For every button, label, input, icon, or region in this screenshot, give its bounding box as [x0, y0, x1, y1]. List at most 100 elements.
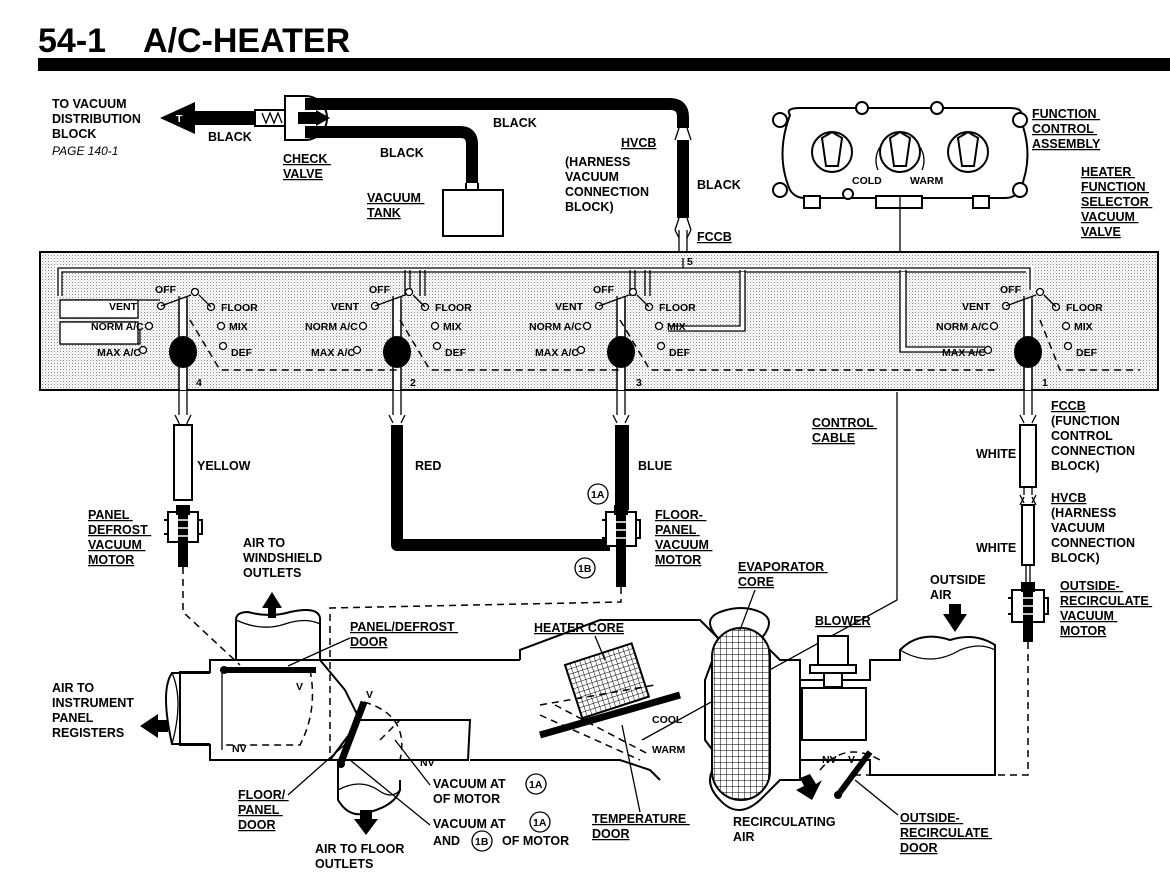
- to-distribution-arrow: [160, 102, 255, 134]
- page-number: 54-1: [38, 22, 106, 60]
- vent-label: VENT: [555, 301, 584, 313]
- max-ac-label: MAX A/C: [942, 347, 986, 359]
- vent-label: VENT: [331, 301, 360, 313]
- svg-text:VACUUM AT OF MOTOR: VACUUM AT OF MOTOR: [433, 777, 509, 806]
- outside-recirculate-door: [834, 750, 873, 799]
- v-label-2: V: [366, 689, 373, 701]
- blue-label: BLUE: [638, 459, 672, 473]
- linkage-floor-panel: [329, 587, 622, 760]
- svg-text:1A: 1A: [591, 489, 605, 501]
- arrow-windshield: [262, 592, 282, 618]
- nv-label-2: NV: [420, 757, 435, 769]
- hvcb-bottom-desc: (HARNESS VACUUM CONNECTION BLOCK): [1051, 506, 1139, 565]
- valve-internal-tubes: [55, 258, 1033, 353]
- fccb-bottom-desc: (FUNCTION CONTROL CONNECTION BLOCK): [1051, 414, 1139, 473]
- fccb-top-label: FCCB: [697, 230, 732, 244]
- black-label-1: BLACK: [208, 130, 252, 144]
- warm-label: WARM: [652, 744, 685, 756]
- warm-dial-label: WARM: [910, 175, 943, 187]
- check-valve-label: CHECK VALVE: [283, 152, 331, 181]
- def-label: DEF: [231, 347, 253, 359]
- vent-label: VENT: [109, 301, 138, 313]
- off-label: OFF: [369, 284, 391, 296]
- black-label-2: BLACK: [493, 116, 537, 130]
- header-rule: [38, 58, 1170, 71]
- vacuum-tank: [442, 189, 504, 237]
- white-label-1: WHITE: [976, 447, 1016, 461]
- valve-switch-cells: OFF VENT NORM A/C MAX A/C FLOOR MIX DEF OFF VENT…: [91, 284, 1103, 390]
- svg-text:T: T: [176, 113, 183, 125]
- function-control-label: FUNCTION CONTROL ASSEMBLY: [1032, 107, 1101, 151]
- fccb-bottom-label: FCCB: [1051, 399, 1086, 413]
- outside-recirculate-vacuum-motor: [1008, 582, 1049, 642]
- hose-black-top: [305, 98, 689, 128]
- outside-recirc-motor-label: OUTSIDE- RECIRCULATE VACUUM MOTOR: [1060, 579, 1152, 638]
- svg-text:1A: 1A: [529, 779, 543, 791]
- hvcb-top-label: HVCB: [621, 136, 656, 150]
- hvcb-top-desc: (HARNESS VACUUM CONNECTION BLOCK): [565, 155, 653, 214]
- mix-label: MIX: [667, 321, 686, 333]
- blower: [801, 635, 867, 741]
- panel-defrost-motor-label: PANEL DEFROST VACUUM MOTOR: [88, 508, 151, 567]
- port-3: 3: [636, 377, 642, 389]
- selector-valve-panel: [39, 251, 1159, 391]
- mix-label: MIX: [443, 321, 462, 333]
- panel-defrost-door: [220, 666, 316, 750]
- recirculating-air-label: RECIRCULATING AIR: [733, 815, 839, 844]
- mix-label: MIX: [1074, 321, 1093, 333]
- temperature-door: [539, 684, 681, 761]
- norm-ac-label: NORM A/C: [936, 321, 989, 333]
- svg-text:1B: 1B: [578, 563, 592, 575]
- left-knob: [811, 130, 853, 173]
- svg-text:1A: 1A: [533, 817, 547, 829]
- def-label: DEF: [445, 347, 467, 359]
- black-label-3: BLACK: [380, 146, 424, 160]
- svg-text:1B: 1B: [475, 836, 489, 848]
- evaporator-core-label: EVAPORATOR CORE: [738, 560, 828, 589]
- max-ac-label: MAX A/C: [311, 347, 355, 359]
- arrow-instrument: [140, 714, 168, 738]
- port-1: 1: [1042, 377, 1048, 389]
- white-label-2: WHITE: [976, 541, 1016, 555]
- arrow-floor: [354, 810, 378, 835]
- floor-panel-door-label: FLOOR/ PANEL DOOR: [238, 788, 289, 832]
- tag-1b: 1B: [574, 557, 596, 579]
- heater-core: [563, 642, 651, 720]
- hose-black-tank: [305, 126, 478, 183]
- panel-defrost-vacuum-motor: [164, 505, 203, 567]
- nv-label-1: NV: [232, 743, 247, 755]
- floor-panel-door: [336, 700, 403, 768]
- off-label: OFF: [1000, 284, 1022, 296]
- max-ac-label: MAX A/C: [97, 347, 141, 359]
- arrow-outside-air: [943, 604, 967, 632]
- hvcb-bottom-label: HVCB: [1051, 491, 1086, 505]
- tag-1a: 1A: [587, 483, 609, 505]
- arrow-recirculating: [796, 774, 822, 800]
- page-ref-label: PAGE 140-1: [52, 144, 118, 158]
- mix-label: MIX: [229, 321, 248, 333]
- cool-label: COOL: [652, 714, 683, 726]
- port-4: 4: [196, 377, 202, 389]
- norm-ac-label: NORM A/C: [91, 321, 144, 333]
- def-label: DEF: [1076, 347, 1098, 359]
- to-vacuum-label: TO VACUUM DISTRIBUTION BLOCK: [52, 97, 144, 141]
- red-label: RED: [415, 459, 441, 473]
- temperature-door-label: TEMPERATURE DOOR: [592, 812, 690, 841]
- air-instrument-label: AIR TO INSTRUMENT PANEL REGISTERS: [52, 681, 137, 740]
- v-label-1: V: [296, 681, 303, 693]
- floor-label: FLOOR: [1066, 302, 1103, 314]
- off-label: OFF: [593, 284, 615, 296]
- linkage-outside-recirc: [850, 642, 1029, 776]
- svg-text:VACUUM AT AND OF M: VACUUM AT AND OF MOTOR: [433, 817, 569, 848]
- temperature-knob: [875, 130, 925, 173]
- floor-label: FLOOR: [659, 302, 696, 314]
- right-knob: [947, 130, 989, 173]
- function-control-assembly: [772, 101, 1029, 209]
- vacuum-tank-label: VACUUM TANK: [367, 191, 424, 220]
- linkage-panel-defrost: [182, 567, 241, 666]
- def-label: DEF: [669, 347, 691, 359]
